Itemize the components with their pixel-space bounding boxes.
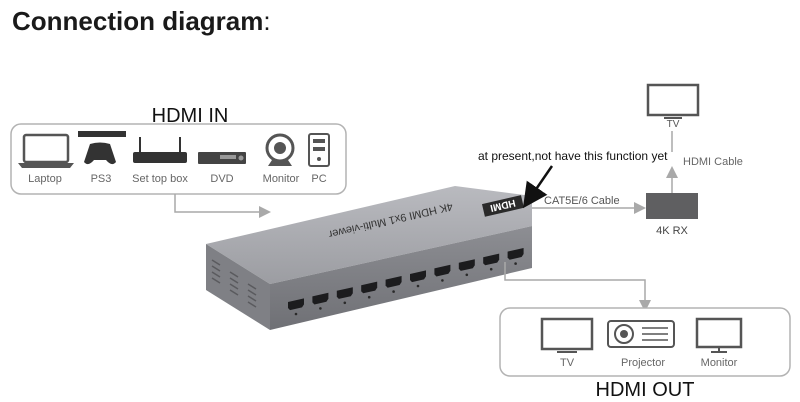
ps3-icon (78, 131, 126, 165)
hdmi-port (385, 276, 402, 293)
hdmi-port (458, 259, 475, 277)
set-top-box-icon (133, 137, 187, 163)
annotation-arrow (522, 165, 554, 209)
hdmi-ports (288, 248, 524, 316)
hdmi-in-device-labels: Laptop PS3 Set top box DVD Monitor PC (28, 173, 327, 185)
device-top-face (206, 186, 532, 284)
title-text: Connection diagram (12, 6, 264, 36)
hdmi-port (410, 270, 426, 288)
pc-icon (308, 133, 330, 167)
tv-out-icon (540, 317, 594, 353)
hdmi-in-device-label: Set top box (132, 173, 188, 185)
cat-cable-label: CAT5E/6 Cable (544, 195, 620, 207)
monitor-out-icon (695, 317, 743, 353)
hdmi-in-device-label: Laptop (28, 173, 62, 185)
device-side-face (206, 244, 270, 330)
hdmi-port (312, 292, 329, 310)
tv-top-icon (646, 83, 700, 119)
title-colon: : (263, 6, 271, 36)
laptop-icon (18, 133, 74, 168)
hdmi-in-device-label: DVD (210, 173, 233, 185)
hdmi-port (434, 264, 451, 282)
hdmi-in-device-label: PS3 (91, 173, 112, 185)
page-title: Connection diagram: (12, 6, 271, 37)
multiviewer-device: 4K HDMI 9x1 Multi-viewer HDMI (206, 186, 532, 330)
hdmi-port (507, 248, 524, 265)
hdmi-port (361, 281, 378, 299)
hdmi-in-device-label: PC (311, 173, 326, 185)
hdmi-out-device-labels: TV Projector Monitor (560, 357, 738, 369)
receiver-box (646, 193, 698, 219)
hdmi-out-device-label: Monitor (701, 357, 738, 369)
hdmi-port (336, 287, 353, 305)
annotation-text: at present,not have this function yet (478, 149, 668, 163)
webcam-icon (265, 133, 295, 166)
hdmi-out-device-label: TV (560, 357, 575, 369)
dvd-icon (198, 152, 246, 164)
hdmi-out-label: HDMI OUT (596, 379, 695, 401)
hdmi-out-connector-line (504, 262, 651, 312)
projector-icon (607, 320, 675, 348)
hdmi-port (483, 253, 500, 271)
hdmi-port (288, 298, 304, 316)
hdmi-out-device-label: Projector (621, 357, 665, 369)
tv-top-label: TV (667, 119, 680, 130)
receiver-label: 4K RX (656, 225, 688, 237)
hdmi-in-label: HDMI IN (152, 105, 229, 127)
hdmi-cable-label: HDMI Cable (683, 156, 743, 168)
hdmi-in-device-label: Monitor (263, 173, 300, 185)
hdmi-in-connector-line (174, 194, 271, 218)
